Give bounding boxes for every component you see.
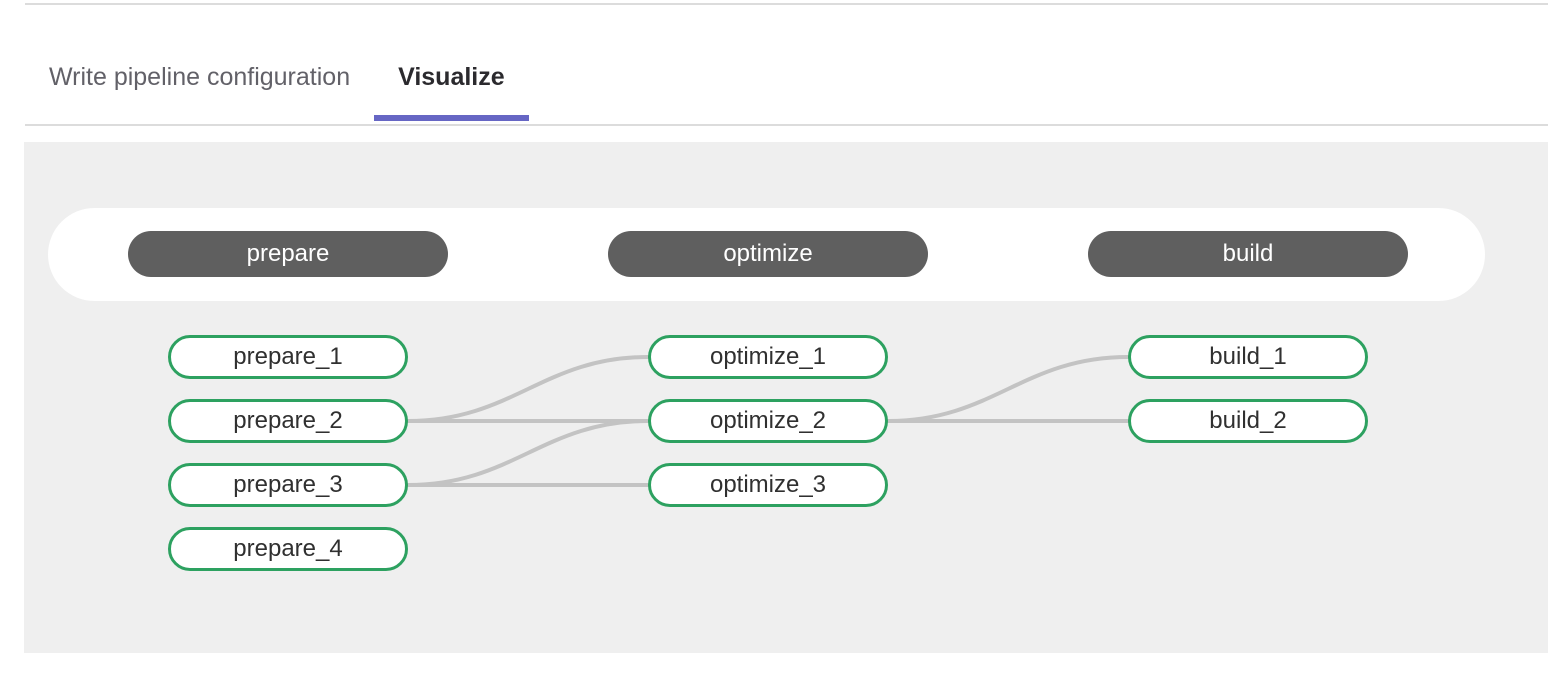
tab-write-pipeline-configuration[interactable]: Write pipeline configuration [25, 5, 374, 124]
job-pill-optimize_1[interactable]: optimize_1 [648, 335, 888, 379]
job-pill-prepare_4[interactable]: prepare_4 [168, 527, 408, 571]
stage-pill-optimize: optimize [608, 231, 928, 277]
link-prepare_2-to-optimize_1 [406, 355, 650, 423]
job-pill-build_1[interactable]: build_1 [1128, 335, 1368, 379]
job-pill-optimize_2[interactable]: optimize_2 [648, 399, 888, 443]
tab-visualize[interactable]: Visualize [374, 5, 529, 124]
link-optimize_2-to-build_1 [886, 355, 1130, 423]
tab-bar: Write pipeline configuration Visualize [25, 5, 529, 124]
dependency-links [406, 355, 1130, 487]
tab-label: Visualize [398, 63, 505, 91]
pipeline-graph-panel: prepare_1 prepare_2 prepare_3 prepare_4 opti… [24, 142, 1548, 653]
job-pill-prepare_2[interactable]: prepare_2 [168, 399, 408, 443]
job-pill-optimize_3[interactable]: optimize_3 [648, 463, 888, 507]
job-pill-prepare_1[interactable]: prepare_1 [168, 335, 408, 379]
top-divider [25, 3, 1548, 5]
job-pill-prepare_3[interactable]: prepare_3 [168, 463, 408, 507]
tab-label: Write pipeline configuration [49, 63, 351, 91]
link-prepare_3-to-optimize_2 [406, 419, 650, 487]
tabs-divider [25, 124, 1548, 126]
stage-pill-build: build [1088, 231, 1408, 277]
stage-pill-prepare: prepare [128, 231, 448, 277]
job-pill-build_2[interactable]: build_2 [1128, 399, 1368, 443]
